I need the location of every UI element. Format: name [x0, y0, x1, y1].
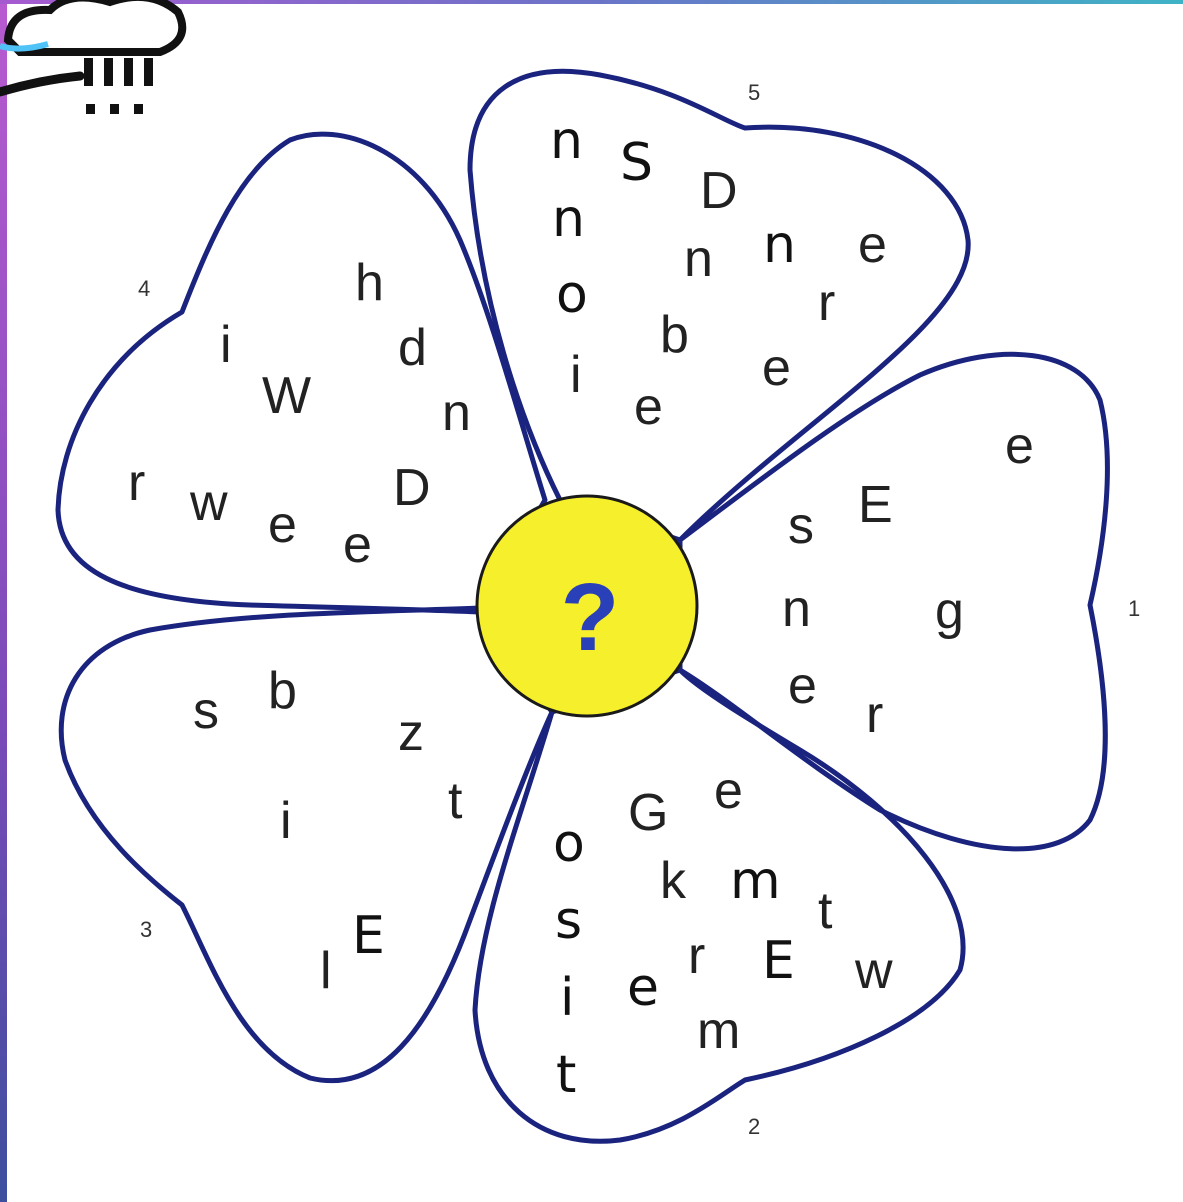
rain-cloud-icon[interactable] — [0, 0, 182, 114]
petal-letter: d — [398, 319, 427, 377]
petal-letter: r — [688, 927, 705, 985]
petal-letter: r — [818, 274, 835, 332]
petal-letter: s — [555, 891, 582, 951]
petal-letter: e — [714, 762, 743, 820]
petal-letter: n — [550, 111, 583, 171]
petal-letter: t — [556, 1045, 576, 1105]
petal-number-4: 4 — [138, 276, 150, 301]
petal-letter: o — [556, 265, 588, 325]
petal-letter: i — [560, 968, 574, 1028]
petal-letter: S — [620, 133, 653, 193]
petal-letter: e — [1005, 417, 1034, 475]
petal-letter: n — [552, 189, 585, 249]
petal-letter: e — [343, 516, 372, 574]
petal-letter: e — [627, 958, 659, 1018]
petal-number-5: 5 — [748, 80, 760, 105]
petal-letter: h — [355, 254, 384, 312]
petal-letter: i — [220, 316, 232, 374]
petal-5 — [470, 71, 968, 540]
petal-letter: w — [854, 942, 893, 1000]
petal-letter: G — [628, 784, 668, 842]
petal-letter: b — [660, 306, 689, 364]
petal-number-1: 1 — [1128, 596, 1140, 621]
petal-3 — [61, 608, 552, 1081]
petal-letter: s — [193, 682, 219, 740]
petal-letter: b — [268, 662, 297, 720]
petal-letter: k — [660, 852, 687, 910]
petal-letter: t — [818, 882, 833, 940]
petal-letter: D — [700, 162, 738, 220]
petal-letter: g — [935, 582, 964, 640]
petal-letter: m — [697, 1002, 740, 1060]
petal-letter: n — [684, 230, 713, 288]
petal-letter: n — [442, 384, 471, 442]
petal-letter: l — [320, 942, 332, 1000]
petal-letter: s — [788, 497, 814, 555]
petal-number-3: 3 — [140, 917, 152, 942]
petal-letter: z — [398, 704, 424, 762]
petal-letter: i — [280, 792, 292, 850]
petal-2 — [475, 670, 963, 1141]
petal-1 — [680, 354, 1107, 849]
petal-letter: E — [858, 476, 893, 534]
petal-letter: o — [553, 814, 585, 874]
petal-letter: E — [762, 931, 795, 991]
petal-letter: t — [448, 772, 463, 830]
petal-letter: W — [262, 367, 311, 425]
petal-letter: m — [730, 851, 781, 911]
petal-letter: r — [128, 454, 145, 512]
question-mark: ? — [561, 564, 620, 671]
petal-letter: e — [788, 657, 817, 715]
petal-letter: w — [189, 474, 228, 532]
petal-letter: e — [268, 496, 297, 554]
petal-letter: r — [866, 686, 883, 744]
petal-letter: E — [352, 906, 385, 966]
petal-letter: e — [762, 339, 791, 397]
petal-number-2: 2 — [748, 1114, 760, 1139]
petal-letter: i — [570, 346, 582, 404]
petal-letter: n — [763, 215, 796, 275]
petal-letter: D — [393, 459, 431, 517]
petal-letter: e — [858, 216, 887, 274]
petal-letter: n — [782, 580, 811, 638]
petal-letter: e — [634, 378, 663, 436]
